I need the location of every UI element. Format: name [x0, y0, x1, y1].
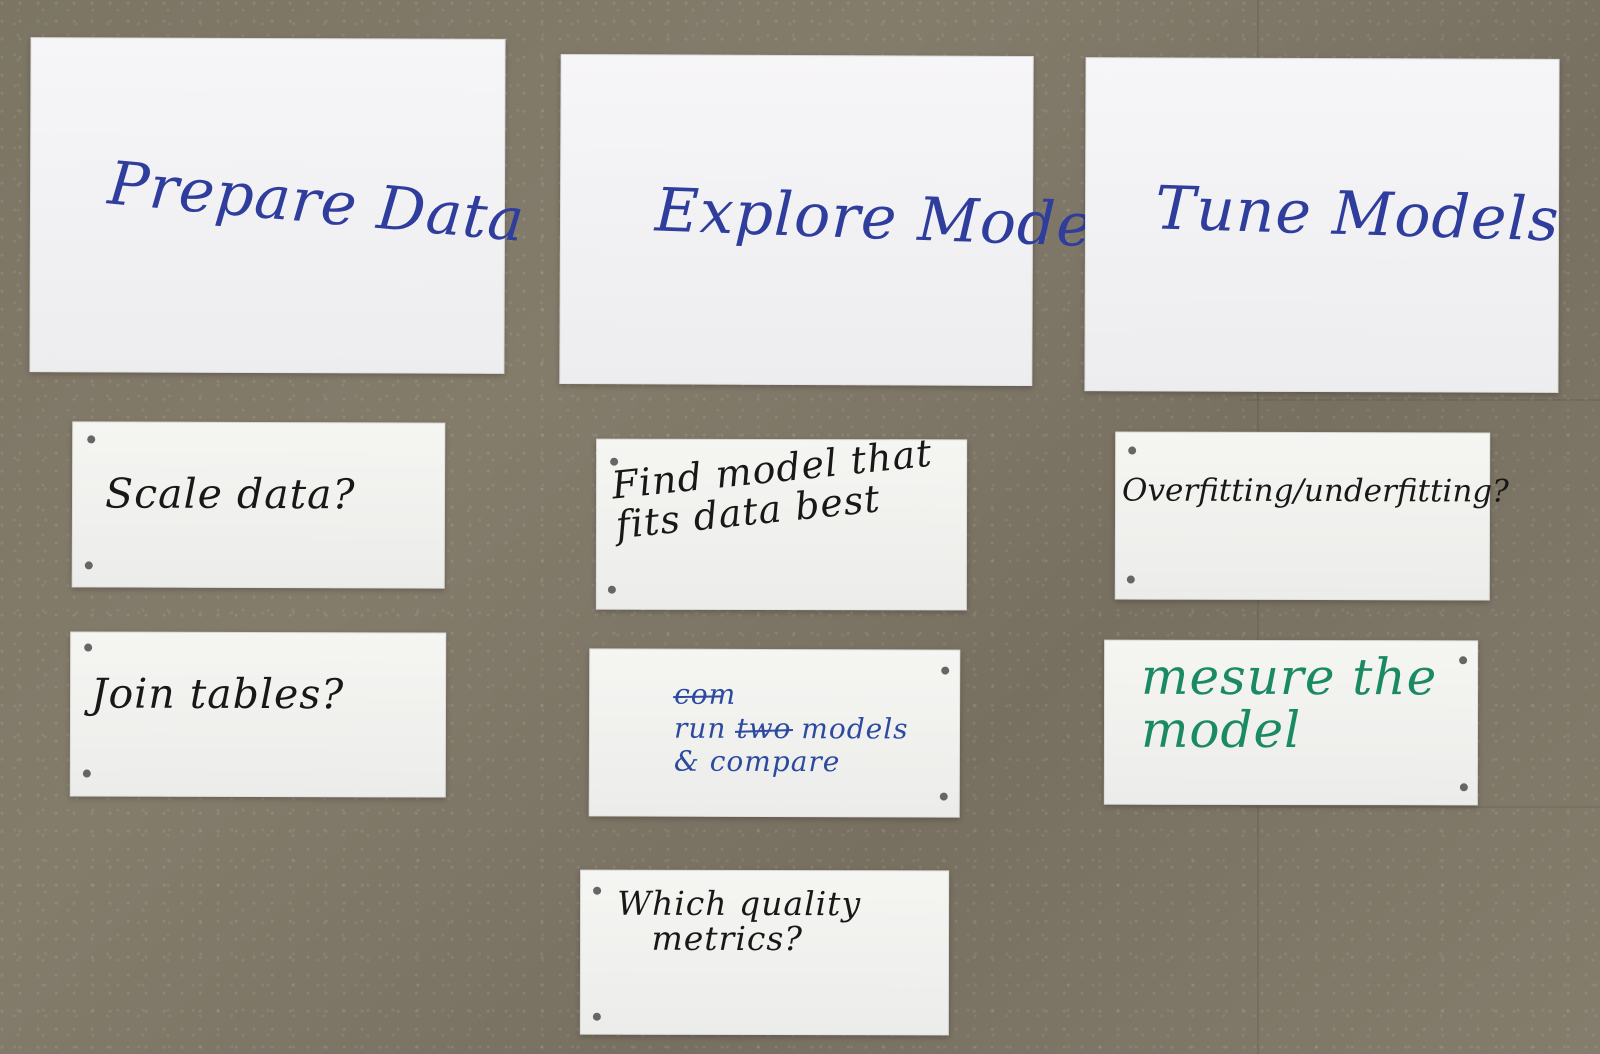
run-models-note: com run two models & compare: [588, 648, 961, 818]
quality-metrics-note: Which quality metrics?: [579, 869, 950, 1036]
bottom-left-hole: [82, 769, 91, 778]
measure-model-note: mesure the model: [1103, 639, 1479, 806]
top-left-hole: [1128, 446, 1137, 455]
scale-data-text: Scale data?: [104, 469, 356, 519]
bottom-left-hole: [1126, 575, 1135, 584]
join-tables-text: Join tables?: [90, 669, 345, 719]
measure-model-text: mesure the model: [1140, 647, 1438, 759]
top-left-hole: [87, 435, 96, 444]
top-right-hole: [941, 666, 950, 675]
bottom-right-hole: [1459, 783, 1468, 792]
top-left-hole: [593, 886, 602, 895]
prepare-data-card: Prepare Data: [29, 37, 528, 374]
bottom-left-hole: [607, 585, 616, 594]
prepare-data-title: Prepare Data: [105, 148, 528, 257]
overfitting-note: Overfitting/underfitting?: [1114, 431, 1509, 601]
explore-models-card: Explore Models: [559, 53, 1146, 387]
bottom-left-hole: [84, 561, 93, 570]
top-left-hole: [84, 643, 93, 652]
tune-models-title: Tune Models: [1154, 173, 1561, 256]
scale-data-note: Scale data?: [71, 421, 446, 589]
explore-models-title: Explore Models: [653, 175, 1147, 263]
top-right-hole: [1459, 656, 1468, 665]
bottom-left-hole: [592, 1012, 601, 1021]
bottom-right-hole: [939, 792, 948, 801]
find-model-note: Find model that fits data best: [595, 431, 968, 611]
board-seam-horizontal-bottom: [1240, 806, 1600, 808]
find-model-text: Find model that fits data best: [609, 430, 935, 548]
board-seam-horizontal-top: [1240, 399, 1600, 401]
join-tables-note: Join tables?: [69, 631, 447, 798]
quality-metrics-text: Which quality metrics?: [616, 883, 862, 958]
tune-models-card: Tune Models: [1084, 57, 1561, 393]
overfitting-text: Overfitting/underfitting?: [1122, 472, 1509, 510]
